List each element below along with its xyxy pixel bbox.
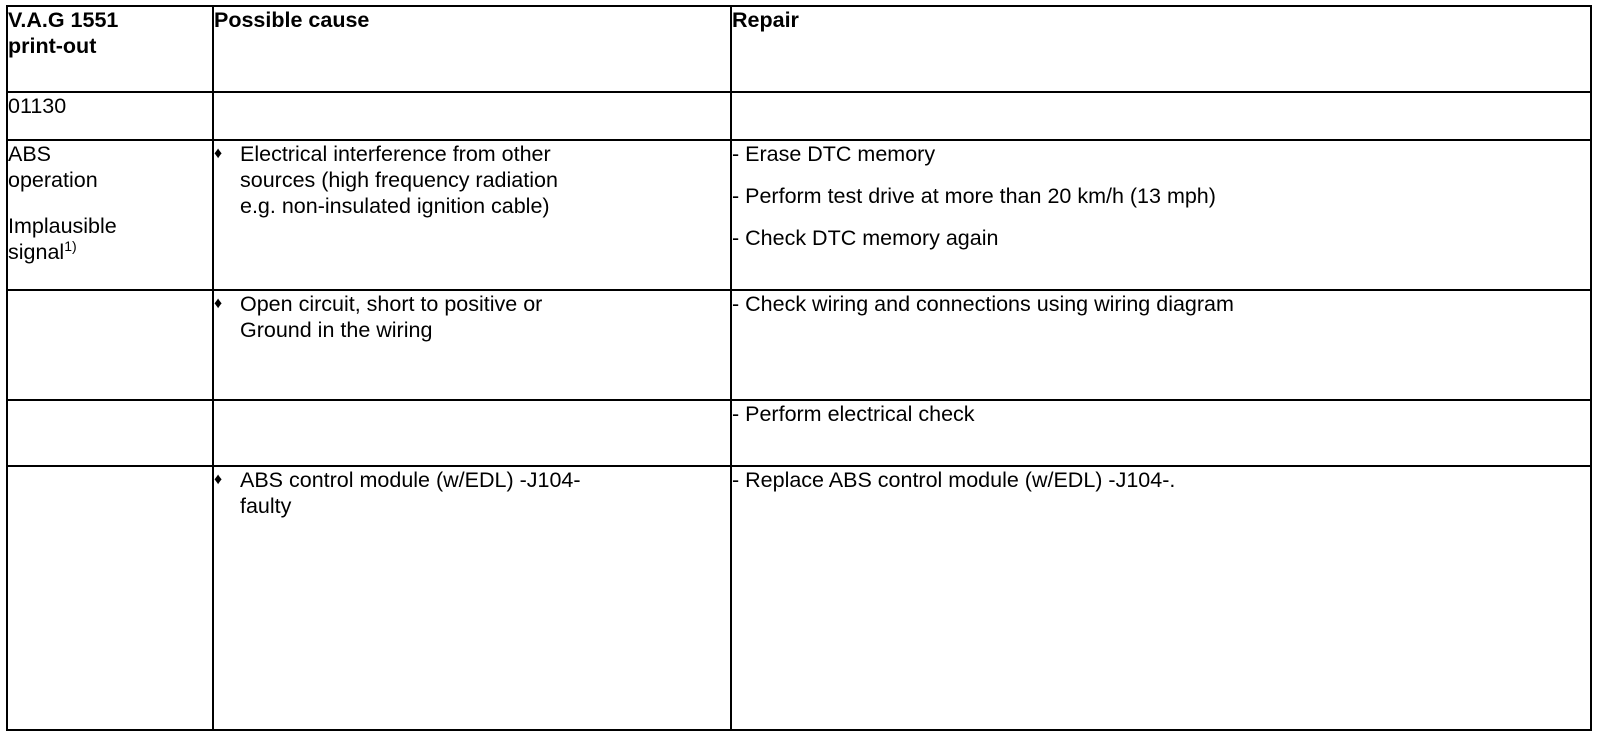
abs-name-cell: ABS operation Implausible signal1) (6, 139, 214, 291)
abs-repair-step1: - Erase DTC memory (732, 142, 936, 166)
dtc-code: 01130 (8, 94, 67, 118)
spacer (732, 167, 1590, 183)
table-row-code: 01130 (6, 91, 1592, 141)
table-row-open-circuit: ♦ Open circuit, short to positive or Gro… (6, 289, 1592, 401)
elec-cause-empty (212, 399, 732, 467)
abs-name-line4: signal (8, 240, 65, 264)
module-cause-text: ABS control module (w/EDL) -J104- faulty (240, 467, 581, 519)
table-row-control-module: ♦ ABS control module (w/EDL) -J104- faul… (6, 465, 1592, 731)
abs-cause-line3: e.g. non-insulated ignition cable) (240, 194, 550, 218)
abs-cause-line1: Electrical interference from other (240, 142, 551, 166)
dtc-table: V.A.G 1551 print-out Possible cause Repa… (6, 5, 1592, 731)
code-cell: 01130 (6, 91, 214, 141)
diamond-bullet-icon: ♦ (214, 471, 223, 488)
header-repair: Repair (730, 5, 1592, 93)
open-repair-cell: - Check wiring and connections using wir… (730, 289, 1592, 401)
module-repair-cell: - Replace ABS control module (w/EDL) -J1… (730, 465, 1592, 731)
module-cause-line1: ABS control module (w/EDL) -J104- (240, 468, 581, 492)
abs-name-line1: ABS (8, 142, 52, 166)
elec-name-empty (6, 399, 214, 467)
open-cause-line2: Ground in the wiring (240, 318, 433, 342)
table-row-electrical-check: - Perform electrical check (6, 399, 1592, 467)
module-name-empty (6, 465, 214, 731)
elec-repair-cell: - Perform electrical check (730, 399, 1592, 467)
abs-cause-line2: sources (high frequency radiation (240, 168, 558, 192)
module-cause-item: ♦ ABS control module (w/EDL) -J104- faul… (214, 467, 730, 519)
header-repair-label: Repair (732, 8, 799, 32)
elec-repair-step1: - Perform electrical check (732, 402, 975, 426)
table-row-abs-operation: ABS operation Implausible signal1) ♦ Ele… (6, 139, 1592, 291)
open-cause-cell: ♦ Open circuit, short to positive or Gro… (212, 289, 732, 401)
open-cause-line1: Open circuit, short to positive or (240, 292, 543, 316)
abs-name-line3: Implausible (8, 214, 117, 238)
code-repair-empty (730, 91, 1592, 141)
header-possible-cause: Possible cause (212, 5, 732, 93)
header-possible-cause-label: Possible cause (214, 8, 370, 32)
table-header-row: V.A.G 1551 print-out Possible cause Repa… (6, 5, 1592, 93)
spacer (732, 209, 1590, 225)
code-cause-empty (212, 91, 732, 141)
module-cause-line2: faulty (240, 494, 292, 518)
abs-repair-step3: - Check DTC memory again (732, 226, 999, 250)
open-repair-step1: - Check wiring and connections using wir… (732, 292, 1234, 316)
abs-repair-cell: - Erase DTC memory - Perform test drive … (730, 139, 1592, 291)
abs-cause-item: ♦ Electrical interference from other sou… (214, 141, 730, 219)
abs-name-line4-wrap: signal1) (8, 239, 212, 265)
module-cause-cell: ♦ ABS control module (w/EDL) -J104- faul… (212, 465, 732, 731)
footnote-marker: 1) (64, 237, 77, 254)
abs-cause-cell: ♦ Electrical interference from other sou… (212, 139, 732, 291)
diamond-bullet-icon: ♦ (214, 145, 223, 162)
open-cause-item: ♦ Open circuit, short to positive or Gro… (214, 291, 730, 343)
header-printout: V.A.G 1551 print-out (6, 5, 214, 93)
header-printout-line2: print-out (8, 34, 97, 58)
module-repair-step1: - Replace ABS control module (w/EDL) -J1… (732, 468, 1176, 492)
open-name-empty (6, 289, 214, 401)
spacer (8, 193, 212, 213)
abs-cause-text: Electrical interference from other sourc… (240, 141, 558, 219)
diamond-bullet-icon: ♦ (214, 295, 223, 312)
abs-name-line2: operation (8, 168, 98, 192)
abs-repair-step2: - Perform test drive at more than 20 km/… (732, 184, 1216, 208)
header-printout-line1: V.A.G 1551 (8, 8, 119, 32)
open-cause-text: Open circuit, short to positive or Groun… (240, 291, 542, 343)
